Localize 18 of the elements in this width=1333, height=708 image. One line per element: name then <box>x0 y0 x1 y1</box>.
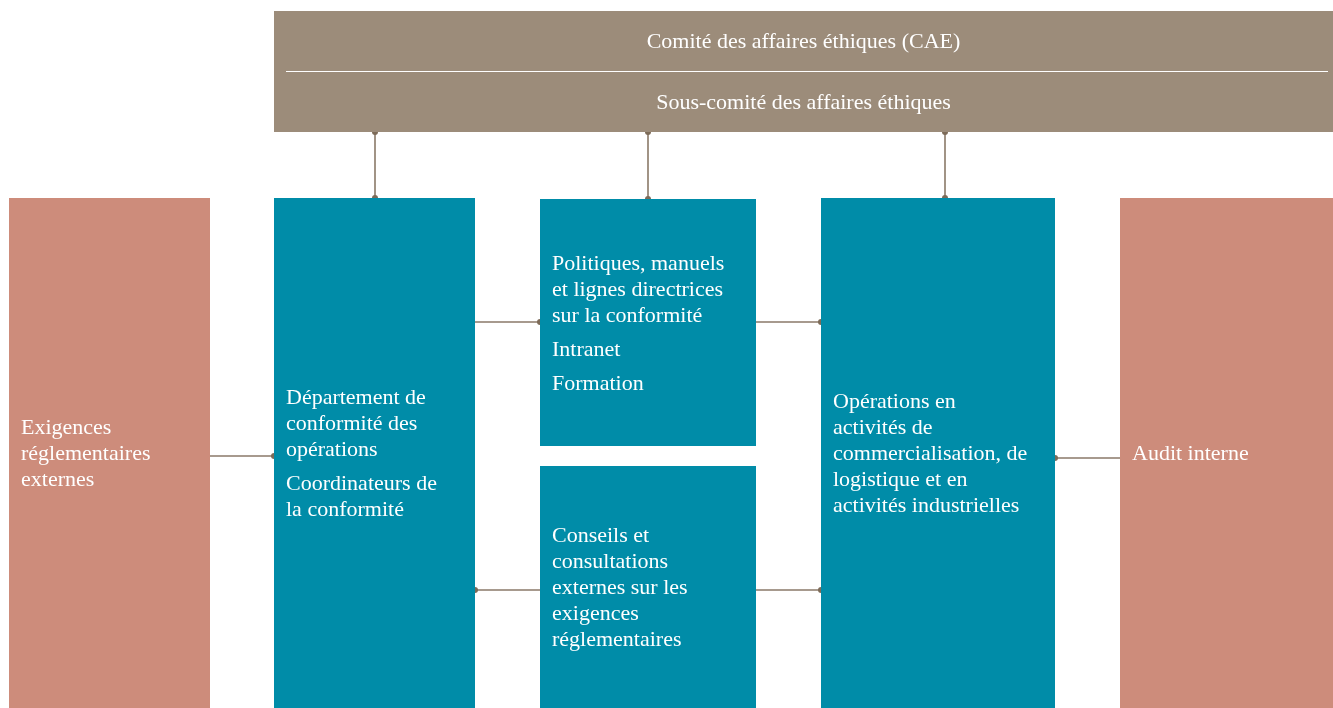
box-label: Intranet <box>552 335 622 362</box>
process-box <box>540 466 756 708</box>
box-label: Politiques, manuels et lignes directrices sur la conformité <box>552 249 726 328</box>
box-label: Audit interne <box>1132 440 1250 466</box>
committee-band <box>274 11 1333 132</box>
process-box <box>821 198 1055 708</box>
process-box <box>274 198 475 708</box>
box-label: Opérations en activités de commercialisation, de logistique et en activités industrielles <box>833 388 1029 518</box>
committee-name: Sous-comité des affaires éthiques <box>656 89 951 115</box>
committee-name: Comité des affaires éthiques (CAE) <box>646 28 961 54</box>
box-label: Département de conformité des opérations <box>286 384 427 462</box>
box-label: Coordinateurs de la conformité <box>286 470 438 522</box>
external-box <box>1120 198 1333 708</box>
box-label: Conseils et consultations externes sur les exigences réglementaires <box>552 522 689 652</box>
process-box <box>540 199 756 446</box>
box-label: Formation <box>552 369 645 396</box>
box-label: Exigences réglementaires externes <box>21 414 152 492</box>
external-box <box>9 198 210 708</box>
